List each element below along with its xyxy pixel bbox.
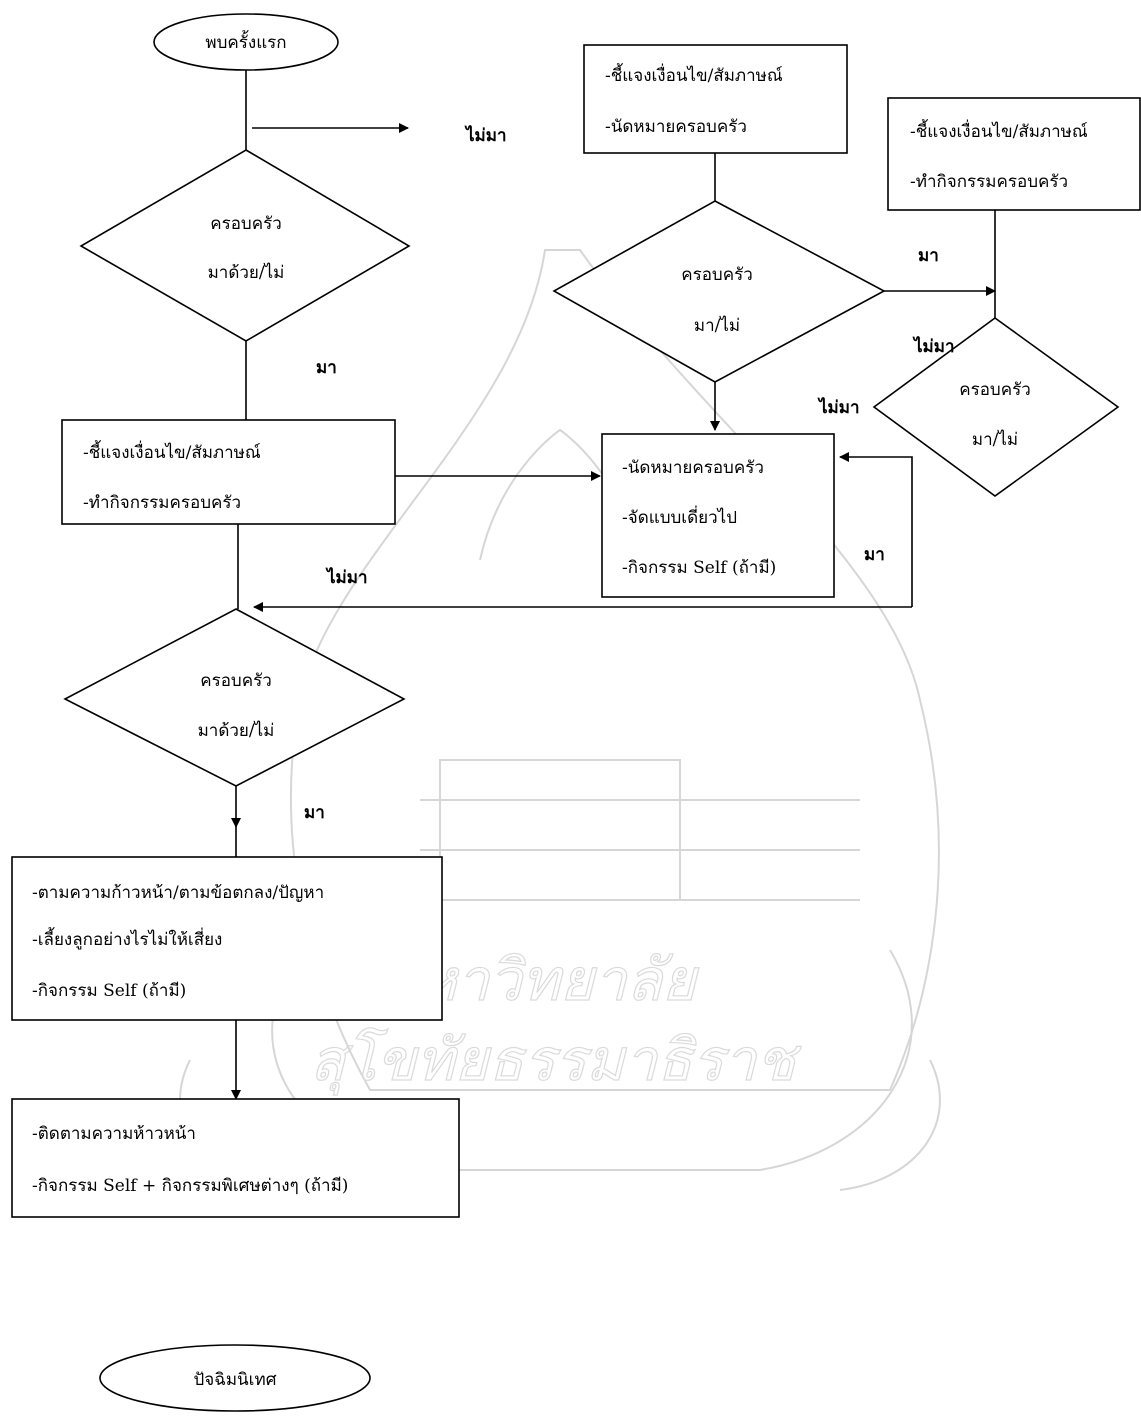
decision-right: ครอบครัว มา/ไม่ [872, 317, 1120, 497]
label-not-come-right-1: ไม่มา [912, 336, 955, 357]
label-come-right: มา [918, 246, 939, 266]
center-box-line1: -นัดหมายครอบครัว [622, 458, 764, 478]
box-4-line1: -ติดตามความห้าวหน้า [32, 1124, 196, 1144]
decision-mid: ครอบครัว มา/ไม่ [552, 200, 886, 383]
watermark-line2: สุโขทัยธรรมาธิราช [310, 1026, 802, 1096]
decision-mid-line1: ครอบครัว [681, 265, 753, 285]
decision-1-line2: มาด้วย/ไม่ [208, 262, 285, 283]
box-4-line2: -กิจกรรม Self + กิจกรรมพิเศษต่างๆ (ถ้ามี… [32, 1176, 348, 1196]
box-3-line1: -ตามความก้าวหน้า/ตามข้อตกลง/ปัญหา [32, 883, 324, 903]
end-terminal: ปัจฉิมนิเทศ [99, 1344, 371, 1412]
label-top-not-come: ไม่มา [464, 125, 507, 146]
label-not-come-right-2: ไม่มา [817, 397, 860, 418]
start-terminal: พบครั้งแรก [153, 13, 339, 71]
center-box: -นัดหมายครอบครัว -จัดแบบเดี่ยวไป -กิจกรร… [601, 433, 835, 598]
edge-labels: ไม่มา มา มา ไม่มา ไม่มา มา ไม่มา มา [304, 125, 955, 823]
decision-2: ครอบครัว มาด้วย/ไม่ [63, 608, 406, 787]
box-4: -ติดตามความห้าวหน้า -กิจกรรม Self + กิจก… [11, 1098, 460, 1218]
decision-2-line1: ครอบครัว [200, 671, 272, 691]
center-box-line2: -จัดแบบเดี่ยวไป [622, 505, 737, 528]
right-box-line1: -ชี้แจงเงื่อนไข/สัมภาษณ์ [910, 119, 1088, 142]
label-come-loop: มา [864, 545, 885, 565]
decision-right-line1: ครอบครัว [959, 380, 1031, 400]
decision-right-line2: มา/ไม่ [972, 429, 1018, 450]
box-3: -ตามความก้าวหน้า/ตามข้อตกลง/ปัญหา -เลี้ย… [11, 856, 443, 1021]
arrow-loop-come [839, 452, 913, 607]
box-2-line2: -ทำกิจกรรมครอบครัว [83, 493, 241, 513]
box-3-line2: -เลี้ยงลูกอย่างไรไม่ให้เสี่ยง [32, 927, 222, 950]
center-box-line3: -กิจกรรม Self (ถ้ามี) [622, 558, 776, 578]
box-3-line3: -กิจกรรม Self (ถ้ามี) [32, 981, 186, 1001]
top-box-line2: -นัดหมายครอบครัว [605, 117, 747, 137]
decision-mid-line2: มา/ไม่ [694, 315, 740, 336]
start-label: พบครั้งแรก [205, 30, 286, 53]
top-box-line1: -ชี้แจงเงื่อนไข/สัมภาษณ์ [605, 63, 783, 86]
top-box: -ชี้แจงเงื่อนไข/สัมภาษณ์ -นัดหมายครอบครั… [583, 44, 848, 154]
end-label: ปัจฉิมนิเทศ [194, 1370, 277, 1390]
decision-1-line1: ครอบครัว [210, 214, 282, 234]
label-come-2: มา [304, 803, 325, 823]
box-2-line1: -ชี้แจงเงื่อนไข/สัมภาษณ์ [83, 440, 261, 463]
box-2: -ชี้แจงเงื่อนไข/สัมภาษณ์ -ทำกิจกรรมครอบค… [61, 419, 396, 525]
decision-1: ครอบครัว มาด้วย/ไม่ [79, 149, 411, 342]
label-not-come-mid: ไม่มา [325, 567, 368, 588]
connectors [231, 69, 996, 1100]
label-come-1: มา [316, 358, 337, 378]
right-box-line2: -ทำกิจกรรมครอบครัว [910, 172, 1068, 192]
decision-2-line2: มาด้วย/ไม่ [198, 720, 275, 741]
right-box: -ชี้แจงเงื่อนไข/สัมภาษณ์ -ทำกิจกรรมครอบค… [887, 97, 1141, 211]
